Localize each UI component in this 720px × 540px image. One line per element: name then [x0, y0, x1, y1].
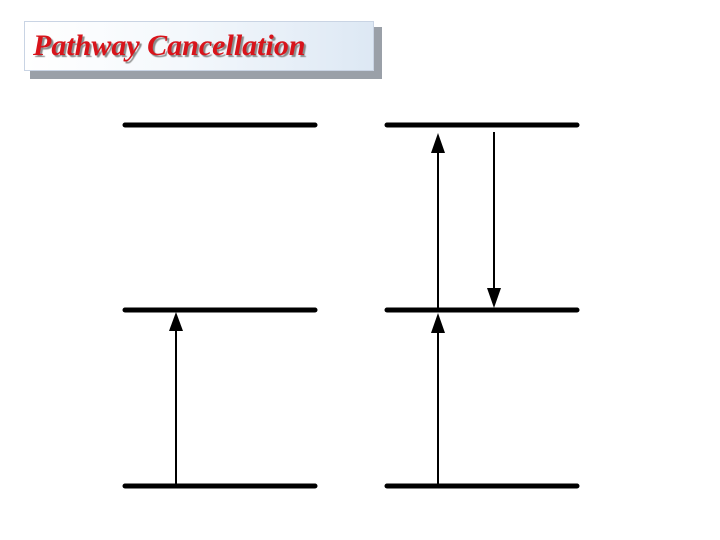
right-lower-up-arrow	[431, 313, 445, 486]
page-title: Pathway Cancellation	[33, 29, 306, 62]
right-down-arrow	[487, 132, 501, 308]
right-upper-up-arrow	[431, 133, 445, 310]
left-up-arrow	[169, 312, 183, 486]
title-box: Pathway Cancellation	[24, 21, 374, 71]
